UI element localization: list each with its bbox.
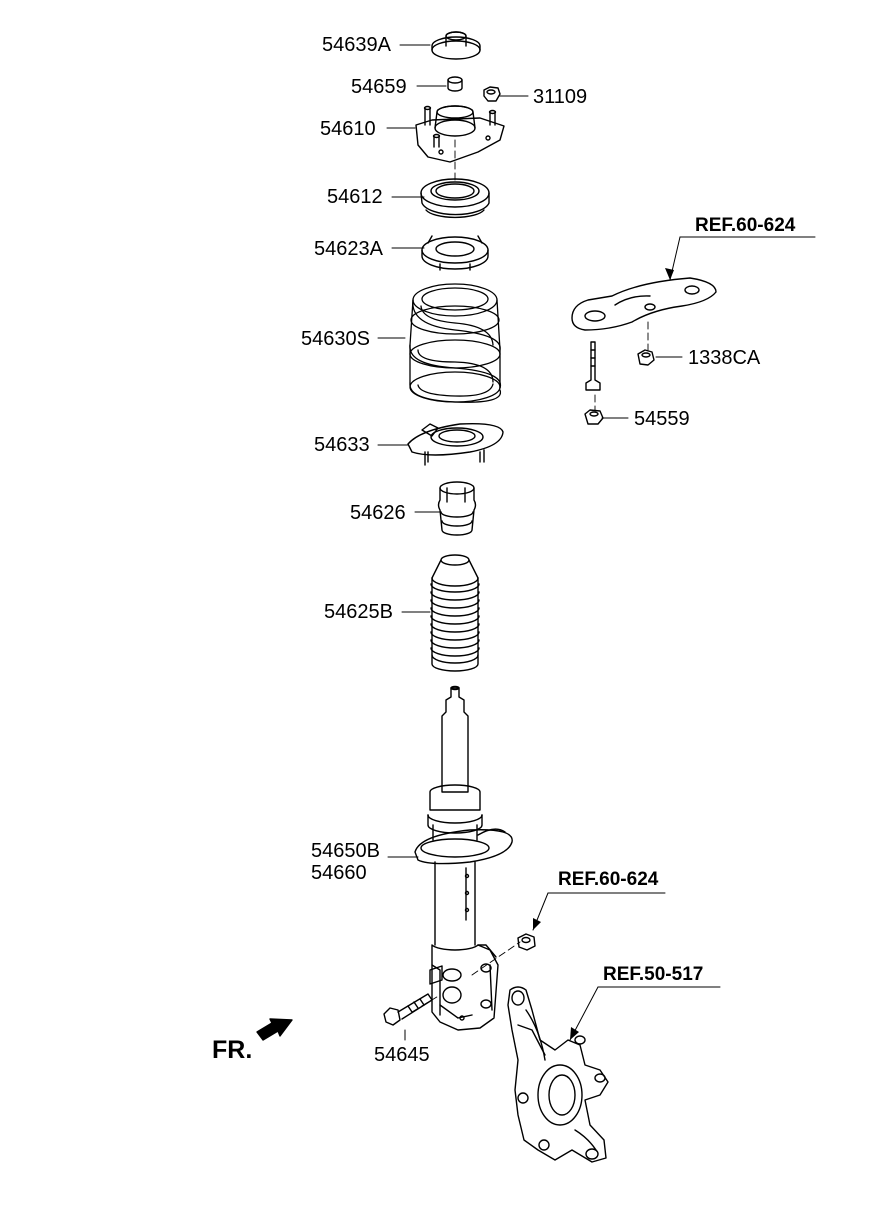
strut-assembly-54650B-shape	[415, 687, 512, 1031]
spring-seat-54623A-shape	[422, 236, 488, 270]
label-54645: 54645	[374, 1044, 430, 1066]
link-nut-shape	[518, 934, 535, 950]
label-1338CA: 1338CA	[688, 347, 761, 369]
dust-boot-54625B-shape	[431, 555, 479, 671]
leader-lines	[378, 45, 815, 1040]
label-54650B: 54650B	[311, 840, 380, 862]
label-54612: 54612	[327, 186, 383, 208]
front-direction-label: FR.	[212, 1036, 253, 1064]
front-arrow-icon	[257, 1019, 292, 1040]
steering-knuckle-shape	[508, 987, 608, 1162]
bearing-54612-shape	[421, 179, 489, 217]
label-54610: 54610	[320, 118, 376, 140]
label-31109: 31109	[533, 86, 588, 108]
bolt-54645-shape	[384, 994, 432, 1025]
label-54626: 54626	[350, 502, 406, 524]
washer-54659-shape	[448, 77, 462, 91]
nut-1338CA-shape	[638, 350, 654, 365]
coil-spring-54630S-shape	[410, 284, 501, 402]
stabilizer-bracket-shape	[572, 278, 716, 330]
label-54639A: 54639A	[322, 34, 391, 56]
nut-54559-shape	[585, 410, 603, 424]
label-54625B: 54625B	[324, 601, 393, 623]
label-54559: 54559	[634, 408, 690, 430]
ref-label-mid-right: REF.60-624	[558, 869, 659, 890]
bump-stop-54626-shape	[439, 482, 476, 535]
lower-pad-54633-shape	[408, 424, 503, 465]
stud-bolt-shape	[586, 342, 600, 390]
leader-arrowheads	[533, 268, 674, 1040]
label-54633: 54633	[314, 434, 370, 456]
label-54630S: 54630S	[301, 328, 370, 350]
strut-mount-54610-shape	[416, 106, 504, 162]
ref-label-knuckle: REF.50-517	[603, 964, 704, 985]
label-54660: 54660	[311, 862, 367, 884]
label-54623A: 54623A	[314, 238, 383, 260]
nut-31109-shape	[484, 87, 500, 101]
ref-label-top-right: REF.60-624	[695, 215, 796, 236]
label-54659: 54659	[351, 76, 407, 98]
upper-cap-54639A-shape	[432, 32, 480, 59]
